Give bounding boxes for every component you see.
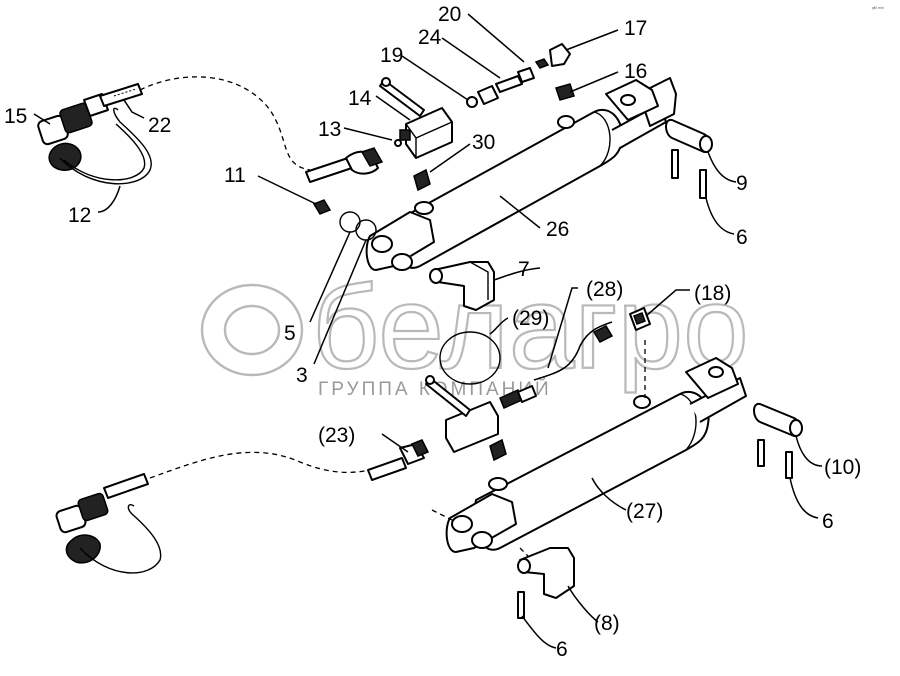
label-27: (27) [626,500,663,523]
watermark-brand: белагро [312,262,749,394]
label-7: 7 [518,258,530,281]
label-22: 22 [148,114,171,137]
hose-end-fitting-lower [367,439,430,481]
part-labels: 15 22 12 14 19 24 20 17 16 13 30 11 9 26… [4,3,861,661]
dust-cap-12 [48,107,152,185]
label-29: (29) [512,307,549,330]
label-3: 3 [296,364,308,387]
valve-block-lower [425,375,537,453]
label-15: 15 [4,105,27,128]
label-24: 24 [418,26,442,49]
valve-block-14 [379,77,453,159]
label-10: (10) [824,456,861,479]
tube-28 [533,307,651,381]
label-23: (23) [318,424,355,447]
pin-10 [753,402,803,479]
label-6-bottom: 6 [556,638,568,661]
cylinder-26 [365,77,677,271]
label-16: 16 [624,60,647,83]
label-6-right: 6 [822,510,834,533]
label-17: 17 [624,17,647,40]
quick-coupler-15 [37,83,143,146]
cylinder-27 [431,340,747,559]
label-28: (28) [586,278,623,301]
hose-end-fitting-upper [305,147,384,183]
label-12: 12 [68,204,91,227]
label-19: 19 [380,44,403,67]
pin-9 [665,118,713,199]
fittings-upper [466,43,575,108]
seal-29 [439,331,501,385]
label-6-upper: 6 [736,226,748,249]
label-14: 14 [348,87,372,110]
watermark: белагро ГРУППА КОМПАНИЙ [200,261,750,400]
watermark-logo-ring [200,283,304,377]
corner-mark: ᵍᴹ ᵐᵐ [872,6,884,12]
label-20: 20 [438,3,461,26]
bracket-8 [517,547,575,619]
seals-upper [312,199,377,241]
label-30: 30 [472,131,495,154]
watermark-logo-inner [223,304,281,356]
hose-upper [139,76,311,171]
leader-lines [33,13,823,649]
label-5: 5 [284,322,296,345]
label-11: 11 [224,164,246,187]
label-18: (18) [694,282,731,305]
quick-coupler-lower [55,473,162,574]
hose-lower [149,451,371,479]
label-8: (8) [594,612,620,635]
label-13: 13 [318,118,341,141]
bracket-7 [429,261,495,311]
label-9: 9 [736,172,748,195]
label-26: 26 [546,218,569,241]
